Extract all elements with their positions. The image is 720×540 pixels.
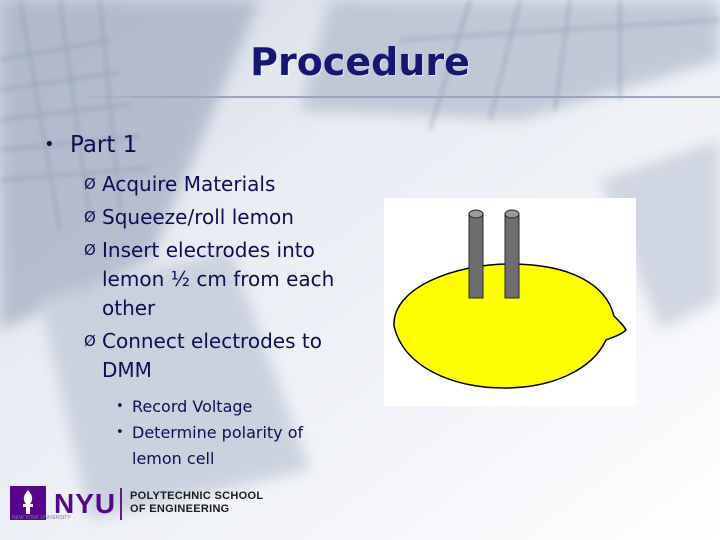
step-item: Ø Insert electrodes into lemon ½ cm from… xyxy=(84,236,374,323)
arrow-bullet-icon: Ø xyxy=(84,175,96,193)
bullet-part-1: • Part 1 xyxy=(44,132,137,158)
logo-divider xyxy=(120,488,122,520)
electrode-left xyxy=(468,209,484,299)
arrow-bullet-icon: Ø xyxy=(84,332,96,350)
step-text: Insert electrodes into lemon ½ cm from e… xyxy=(102,238,335,320)
lemon-illustration xyxy=(384,198,636,406)
arrow-bullet-icon: Ø xyxy=(84,241,96,259)
logo-nyu-text: NYU xyxy=(54,488,117,519)
sub-steps: • Record Voltage • Determine polarity of… xyxy=(116,394,356,472)
step-item: Ø Acquire Materials xyxy=(84,170,374,199)
procedure-steps: Ø Acquire Materials Ø Squeeze/roll lemon… xyxy=(84,170,374,389)
logo-school-name: POLYTECHNIC SCHOOL OF ENGINEERING xyxy=(130,490,280,516)
step-text: Connect electrodes to DMM xyxy=(102,329,322,382)
torch-icon xyxy=(10,486,46,520)
title-underline xyxy=(70,96,720,98)
logo-tagline: NEW YORK UNIVERSITY xyxy=(12,515,71,521)
bullet-label: Part 1 xyxy=(70,132,138,158)
arrow-bullet-icon: Ø xyxy=(84,208,96,226)
lemon-body xyxy=(393,263,627,389)
logo-school-line2: OF ENGINEERING xyxy=(130,503,230,515)
sub-step-text: Record Voltage xyxy=(132,397,253,416)
step-text: Acquire Materials xyxy=(102,172,276,196)
slide-title: Procedure xyxy=(250,40,470,84)
sub-step-item: • Record Voltage xyxy=(116,394,356,420)
bullet-icon: • xyxy=(44,134,55,155)
step-item: Ø Connect electrodes to DMM xyxy=(84,327,374,385)
step-text: Squeeze/roll lemon xyxy=(102,205,294,229)
logo-school-line1: POLYTECHNIC SCHOOL xyxy=(130,490,264,502)
nyu-poly-logo: NYU POLYTECHNIC SCHOOL OF ENGINEERING NE… xyxy=(8,484,268,528)
step-item: Ø Squeeze/roll lemon xyxy=(84,203,374,232)
sub-step-text: Determine polarity of lemon cell xyxy=(132,423,304,468)
sub-step-item: • Determine polarity of lemon cell xyxy=(116,420,356,472)
bullet-icon: • xyxy=(116,425,124,440)
electrode-right xyxy=(504,209,520,299)
lemon-with-electrodes xyxy=(393,209,627,389)
bullet-icon: • xyxy=(116,399,124,414)
